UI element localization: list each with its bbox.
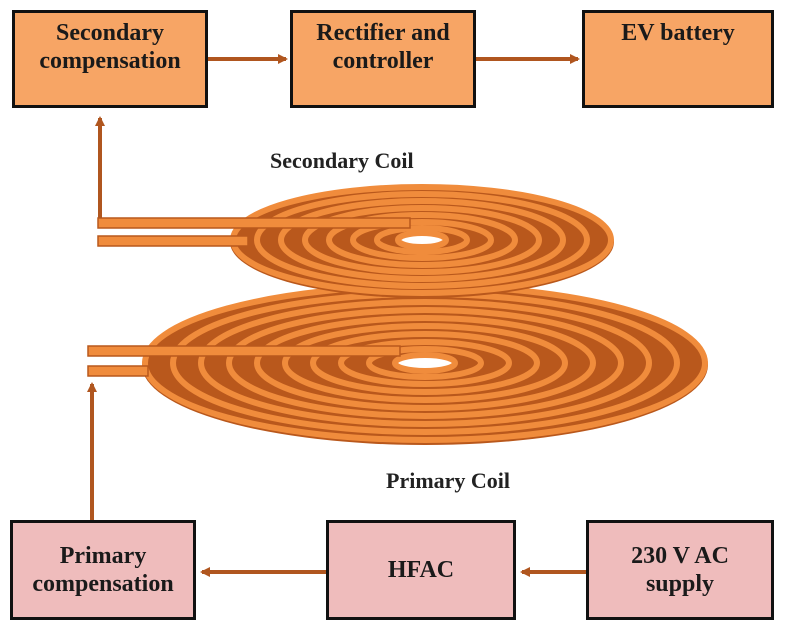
rectifier-controller-block: Rectifier and controller	[290, 10, 476, 108]
hfac-block: HFAC	[326, 520, 516, 620]
secondary-compensation-block: Secondary compensation	[12, 10, 208, 108]
secondary-compensation-label: Secondary compensation	[39, 20, 181, 74]
hfac-label: HFAC	[387, 557, 455, 583]
primary-coil-label: Primary Coil	[386, 468, 511, 493]
ev-battery-label: EV battery	[621, 20, 735, 46]
ev-battery-block: EV battery	[582, 10, 774, 108]
primary-compensation-block: Primary compensation	[10, 520, 196, 620]
ac-supply-label: 230 V AC supply	[631, 543, 729, 597]
secondary-coil-label: Secondary Coil	[270, 148, 414, 173]
rectifier-controller-label: Rectifier and controller	[316, 20, 450, 74]
ac-supply-block: 230 V AC supply	[586, 520, 774, 620]
primary-coil	[87, 283, 708, 445]
secondary-coil	[97, 184, 614, 298]
primary-compensation-label: Primary compensation	[32, 543, 174, 597]
